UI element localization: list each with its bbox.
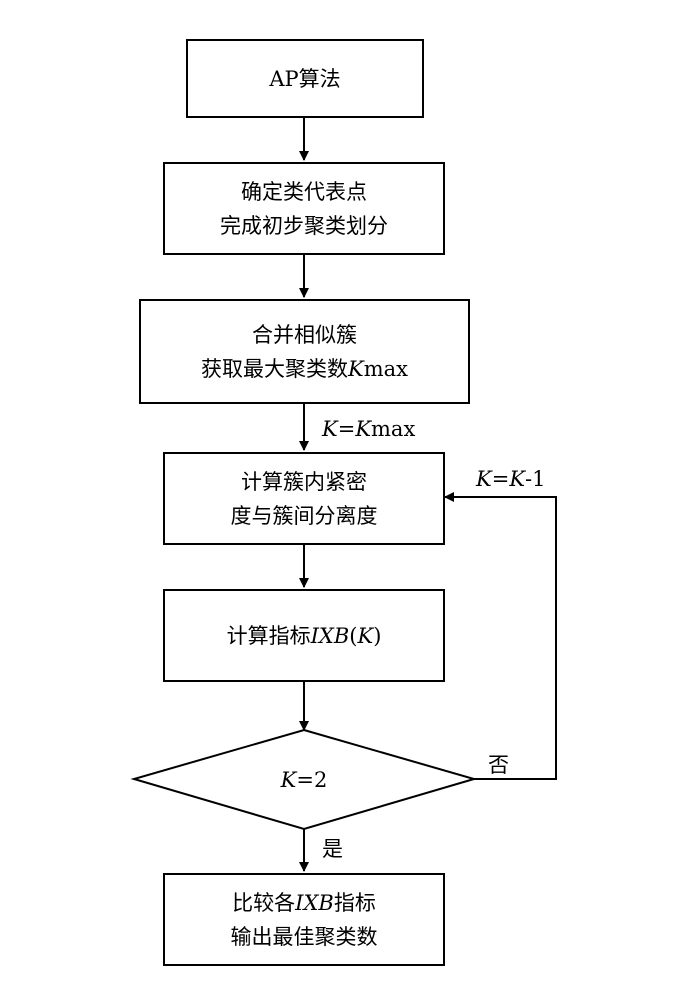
step-merge-clusters: 合并相似簇 获取最大聚类数Kmax: [139, 299, 470, 404]
edge-init-k-var1: K: [322, 417, 338, 441]
loop-decrement-label: K=K-1: [476, 466, 545, 492]
edge-init-k-label: K=Kmax: [322, 416, 415, 442]
step-merge-clusters-var: K: [348, 356, 364, 381]
decision-condition: K=2: [281, 767, 328, 793]
step-ap-algorithm-label: AP算法: [269, 66, 341, 91]
step-determine-representatives-line1: 确定类代表点: [241, 179, 367, 204]
decision-rest: =2: [296, 768, 328, 792]
decision-diamond: [130, 728, 478, 831]
step-determine-representatives-line2: 完成初步聚类划分: [220, 213, 388, 238]
step-compute-ixb-arg: K: [357, 623, 374, 648]
step-compute-ixb-paren-open: (: [349, 623, 358, 648]
step-compare-output-line2: 输出最佳聚类数: [230, 924, 378, 949]
step-merge-clusters-line2: 获取最大聚类数Kmax: [201, 352, 408, 386]
step-compare-output-suffix: 指标: [333, 890, 376, 915]
step-compare-output-var: IXB: [295, 890, 334, 915]
edge-init-k-eq: =: [337, 417, 356, 441]
step-merge-clusters-suffix: max: [363, 356, 408, 381]
loop-decrement-var2: K: [509, 467, 526, 491]
step-merge-clusters-line1: 合并相似簇: [252, 322, 357, 347]
step-determine-representatives: 确定类代表点 完成初步聚类划分: [163, 162, 445, 255]
step-compute-compactness-line1: 计算簇内紧密: [241, 469, 367, 494]
edge-init-k-suffix: max: [371, 417, 416, 441]
step-compare-output: 比较各IXB指标 输出最佳聚类数: [163, 873, 445, 966]
step-ap-algorithm: AP算法: [186, 39, 424, 118]
step-compute-ixb-line1: 计算指标IXB(K): [227, 619, 382, 653]
step-compute-compactness: 计算簇内紧密 度与簇间分离度: [163, 452, 445, 545]
step-compare-output-prefix: 比较各: [232, 890, 296, 915]
step-compute-ixb-paren-close: ): [373, 623, 382, 648]
loop-decrement-eq: =: [491, 467, 510, 491]
loop-decrement-suffix: -1: [525, 467, 546, 491]
step-compute-ixb-var: IXB: [310, 623, 350, 648]
loop-decrement-var1: K: [476, 467, 492, 491]
step-compute-compactness-line2: 度与簇间分离度: [230, 503, 378, 528]
step-merge-clusters-line2-text: 获取最大聚类数: [201, 356, 348, 381]
loop-back-connector: [444, 492, 557, 780]
decision-var: K: [280, 768, 297, 792]
no-branch-label: 否: [488, 753, 509, 777]
step-compute-ixb-prefix: 计算指标: [226, 623, 311, 648]
edge-init-k-var2: K: [355, 417, 372, 441]
yes-branch-label: 是: [322, 837, 343, 861]
step-compare-output-line1: 比较各IXB指标: [232, 886, 376, 920]
step-compute-ixb: 计算指标IXB(K): [163, 589, 445, 682]
